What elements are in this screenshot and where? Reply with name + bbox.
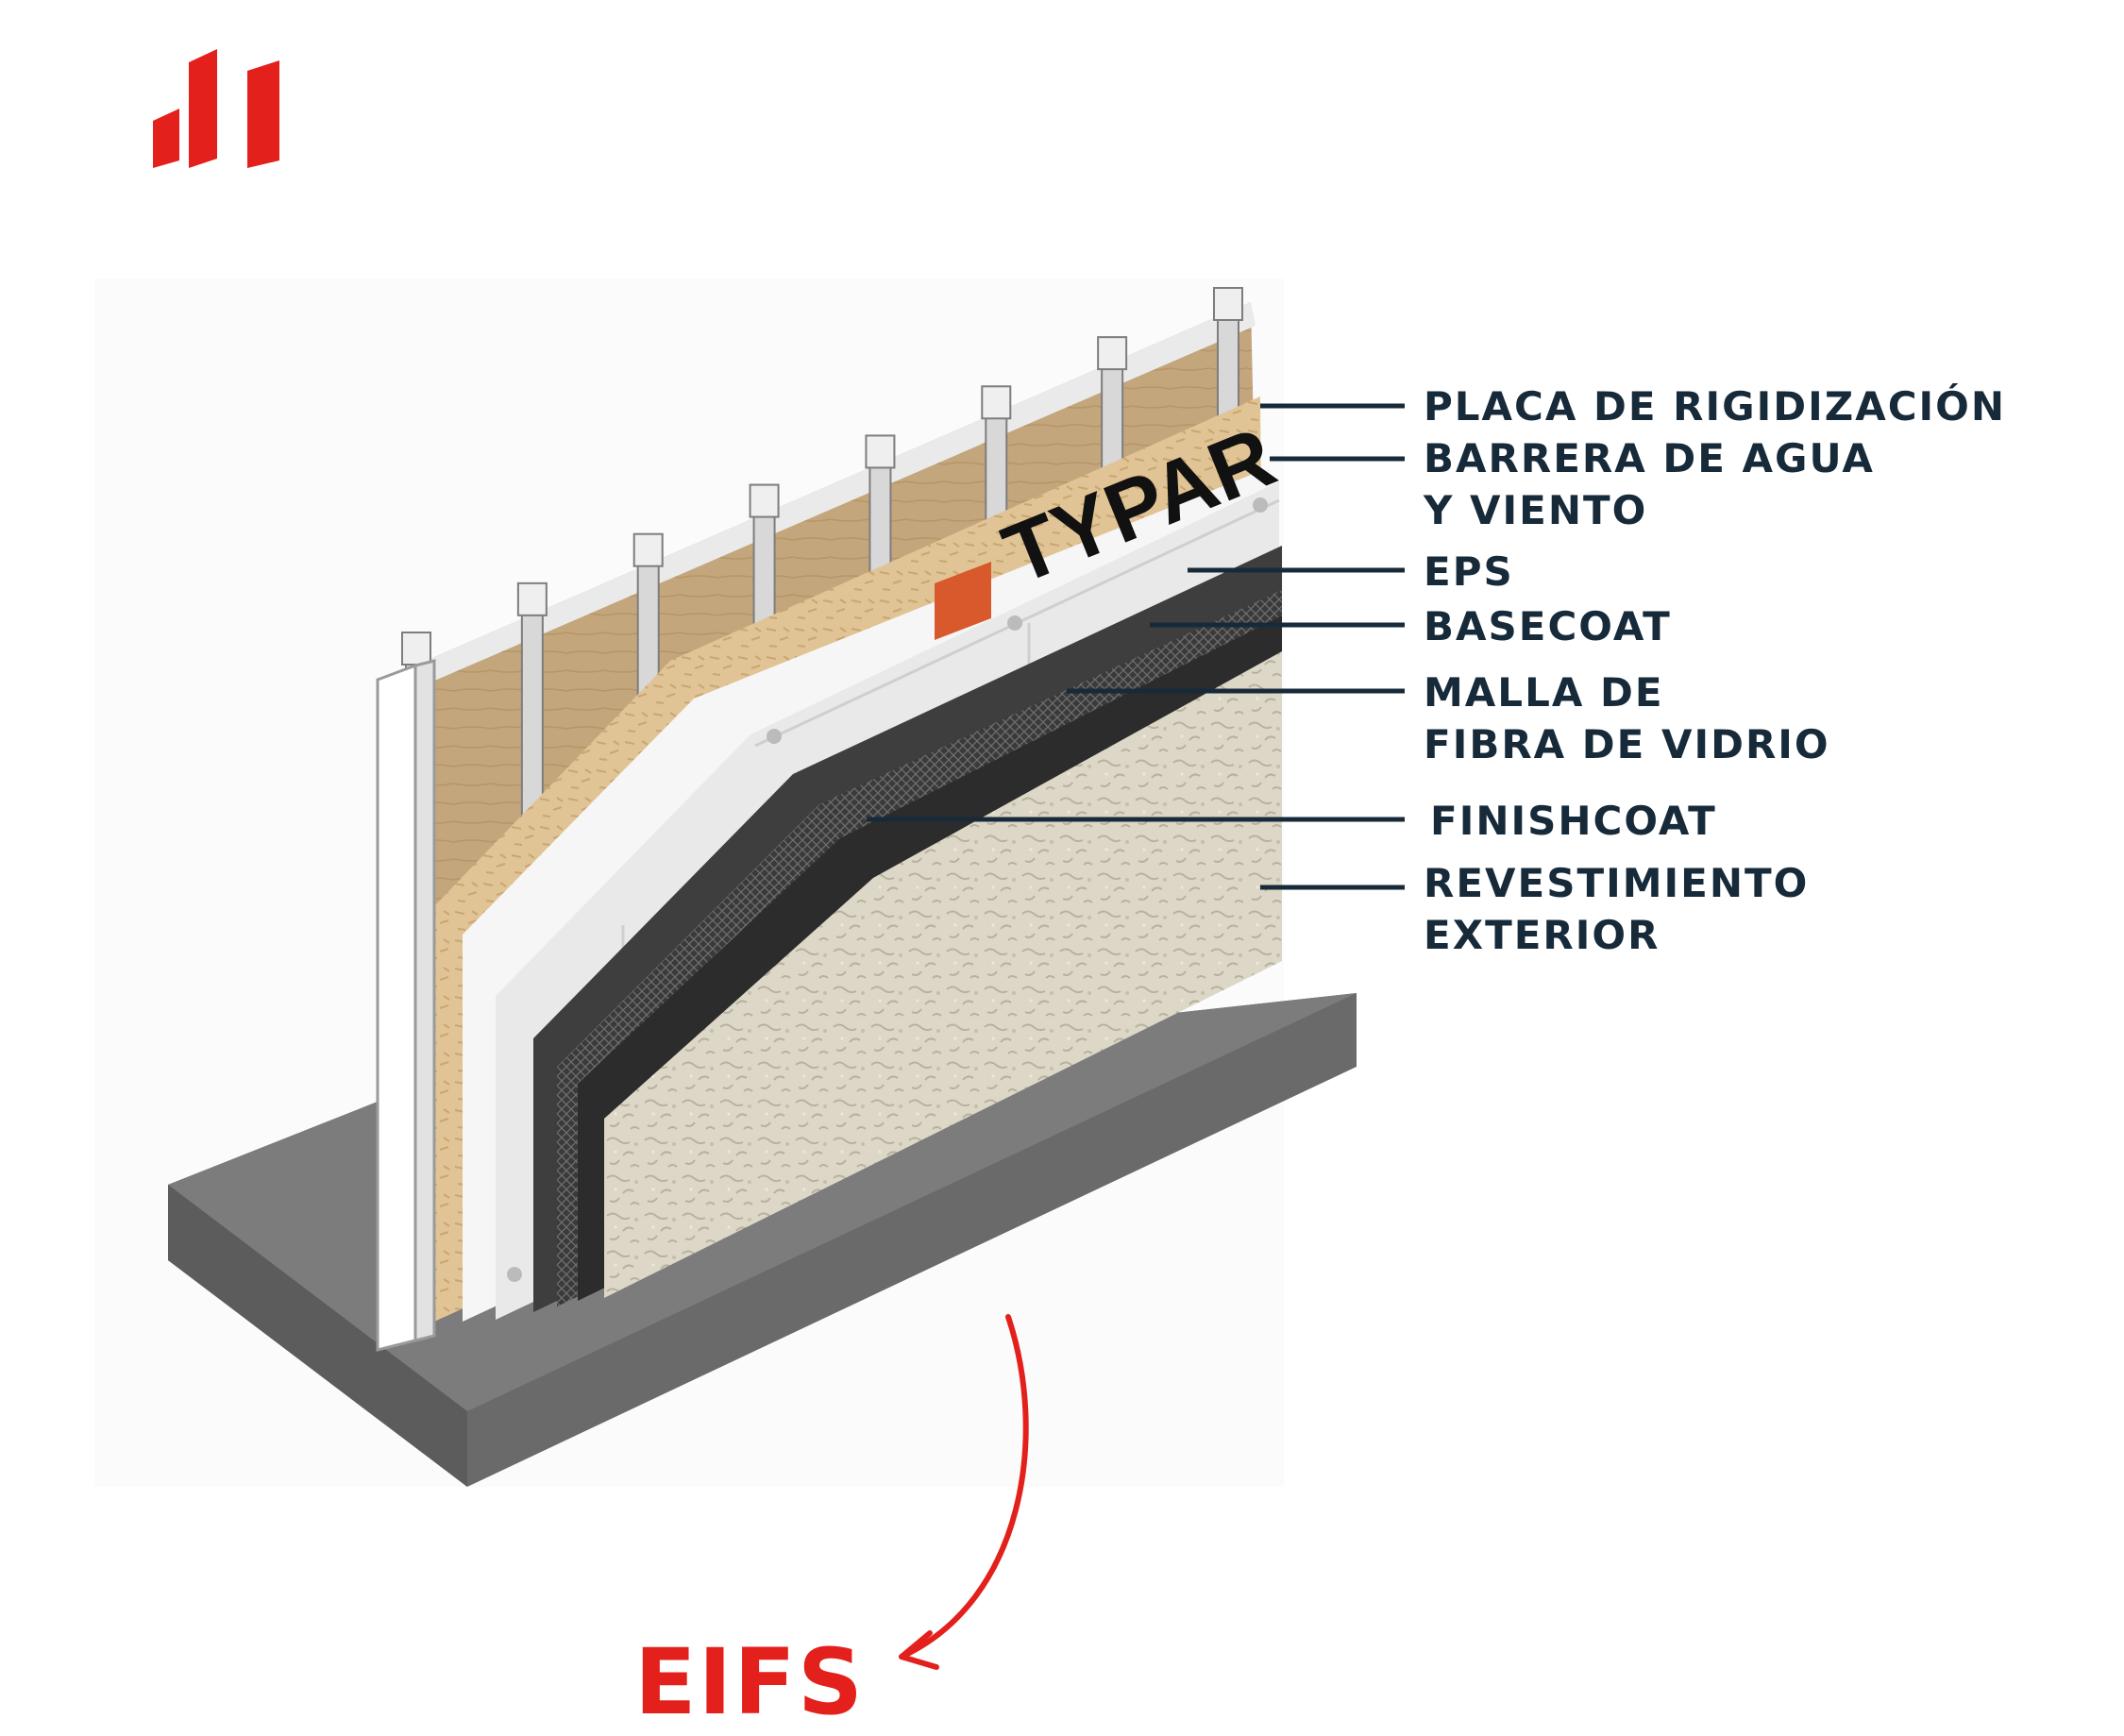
stud-top-cap [1097,336,1128,371]
stud-top-cap [401,632,431,666]
label-malla: MALLA DE FIBRA DE VIDRIO [1424,669,1830,767]
label-revestimiento: REVESTIMIENTO EXTERIOR [1424,860,1825,958]
label-finishcoat: FINISHCOAT [1430,798,1717,844]
stud-top-cap [981,385,1012,420]
brand-bars-icon [153,49,279,168]
layer-labels: PLACA DE RIGIDIZACIÓN BARRERA DE AGUA Y … [1423,382,2006,958]
label-placa: PLACA DE RIGIDIZACIÓN [1424,382,2006,430]
diagram-title: EIFS [634,1629,865,1735]
stud-top-cap [749,483,780,518]
stud-top-cap [516,581,548,616]
stud-top-cap [1213,287,1243,321]
label-barrera: BARRERA DE AGUA Y VIENTO [1423,435,1890,533]
leader-lines [867,403,1405,890]
corner-post [376,659,436,1352]
curved-arrow-icon [899,1314,1029,1670]
label-basecoat: BASECOAT [1424,603,1672,649]
stud-top-cap [865,434,896,469]
exterior-finish [604,651,1282,1298]
stud-top-cap [632,532,664,567]
label-eps: EPS [1424,548,1514,595]
